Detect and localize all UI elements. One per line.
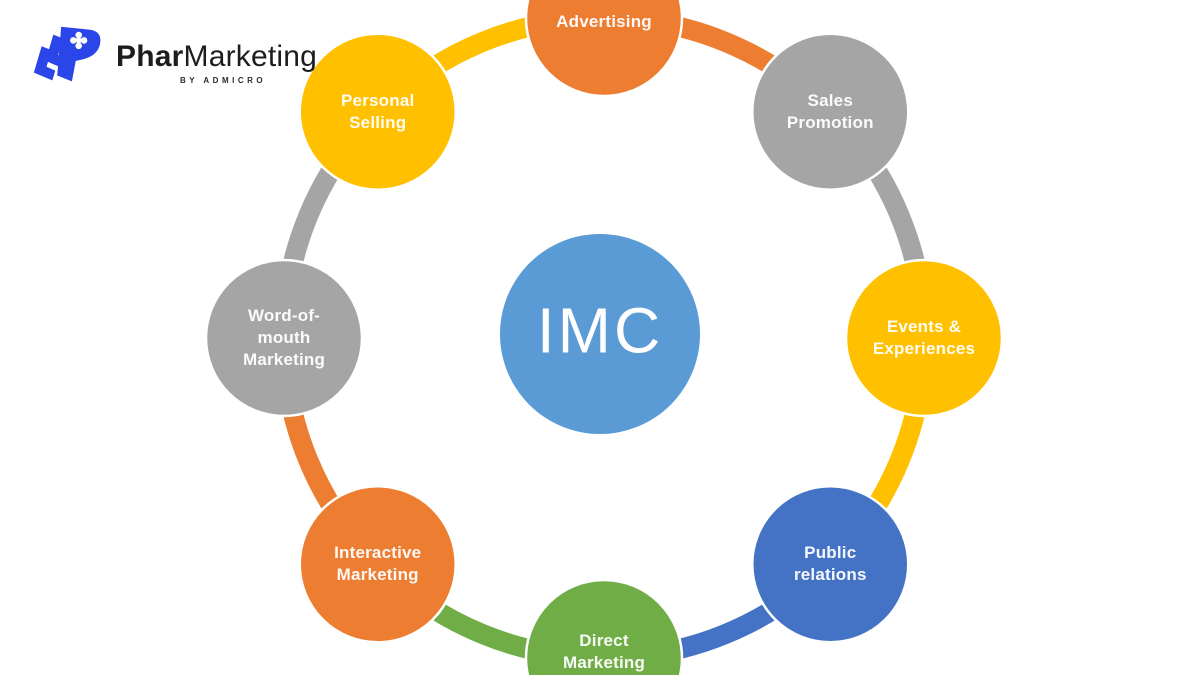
node-label-direct-marketing: Direct Marketing xyxy=(562,631,646,672)
center-circle-imc xyxy=(500,234,700,434)
pharmarketing-logo: PharMarketing BY ADMICRO xyxy=(28,24,317,90)
center-label-imc: IMC xyxy=(536,294,664,367)
sparkle-icon xyxy=(70,31,88,50)
node-label-events-experiences: Events & Experiences xyxy=(872,317,976,358)
node-circle-personal-selling xyxy=(298,32,457,191)
node-label-public-relations: Public relations xyxy=(793,543,867,585)
logo-tagline: BY ADMICRO xyxy=(180,76,267,85)
node-circle-word-of-mouth-marketing xyxy=(204,258,364,418)
node-circle-advertising xyxy=(524,0,684,98)
node-circle-direct-marketing xyxy=(524,578,684,675)
node-label-personal-selling: Personal Selling xyxy=(341,90,415,132)
pharmarketing-logo-icon xyxy=(33,26,101,82)
logo-text: PharMarketing BY ADMICRO xyxy=(116,24,317,86)
logo-brand-regular: Marketing xyxy=(183,40,318,73)
node-label-advertising: Advertising xyxy=(556,12,652,31)
node-label-interactive-marketing: Interactive Marketing xyxy=(334,543,422,585)
node-circle-sales-promotion xyxy=(751,32,910,191)
node-circle-public-relations xyxy=(751,485,910,644)
node-circle-interactive-marketing xyxy=(298,485,457,644)
logo-brand-bold: Phar xyxy=(116,40,184,73)
node-label-word-of-mouth-marketing: Word-of- mouth Marketing xyxy=(242,306,326,369)
node-circle-events-experiences xyxy=(844,258,1004,418)
node-label-sales-promotion: Sales Promotion xyxy=(786,90,874,132)
logo-brand: PharMarketing xyxy=(116,42,317,72)
